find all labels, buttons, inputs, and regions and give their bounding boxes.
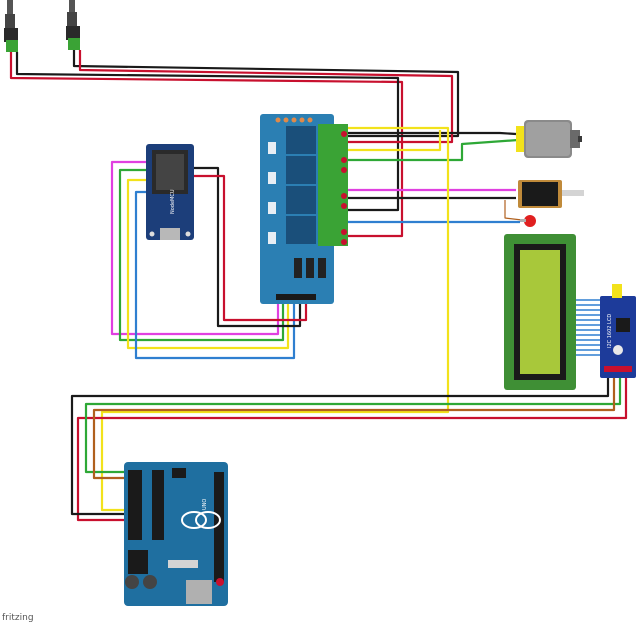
fritzing-credit: fritzing: [2, 613, 34, 623]
wire-relay-motor-green: [348, 138, 519, 162]
wire-relay-terminal-yellow: [348, 130, 442, 152]
dc-jack-icon: [66, 0, 80, 50]
nodemcu-icon: NodeMCU: [146, 144, 194, 240]
wire-i2c-arduino-brown: [92, 370, 616, 480]
wire-nodemcu-green: [118, 168, 285, 342]
relay-terminal-screws: [341, 131, 347, 245]
led-icon: [520, 215, 536, 227]
wire-relay-led-brown: [504, 200, 523, 221]
wire-relay-motor-black: [348, 131, 517, 136]
wire-nodemcu-yellow: [126, 178, 290, 350]
dc-jack-icon: [4, 0, 18, 52]
dc-motor-icon: [516, 120, 582, 158]
wire-i2c-arduino-red: [76, 370, 628, 522]
wire-nodemcu-black: [192, 166, 302, 328]
wires: [9, 50, 628, 522]
wire-jack1-red: [9, 52, 404, 238]
wire-i2c-arduino-green: [84, 370, 622, 474]
wire-jack2-red: [78, 50, 454, 144]
wire-jack1-black: [15, 52, 400, 212]
wire-nodemcu-magenta: [110, 160, 280, 336]
arduino-brand: UNO: [202, 499, 208, 510]
arduino-uno-icon: UNO: [124, 462, 228, 606]
solenoid-icon: [518, 180, 584, 208]
wire-nodemcu-red: [192, 174, 308, 322]
i2c-adapter-icon: I2C 1602 LCD: [576, 284, 636, 378]
nodemcu-label: NodeMCU: [170, 189, 176, 214]
i2c-label: I2C 1602 LCD: [607, 314, 613, 348]
wire-nodemcu-blue: [134, 190, 296, 360]
relay-header-pins: [275, 117, 313, 123]
wire-jack2-black: [72, 50, 460, 138]
lcd-icon: [504, 234, 576, 390]
i2c-pins: [576, 299, 604, 356]
wire-relay-arduino-yellow: [100, 126, 450, 512]
wire-i2c-arduino-black: [70, 370, 610, 516]
relay-module-icon: [260, 114, 348, 304]
